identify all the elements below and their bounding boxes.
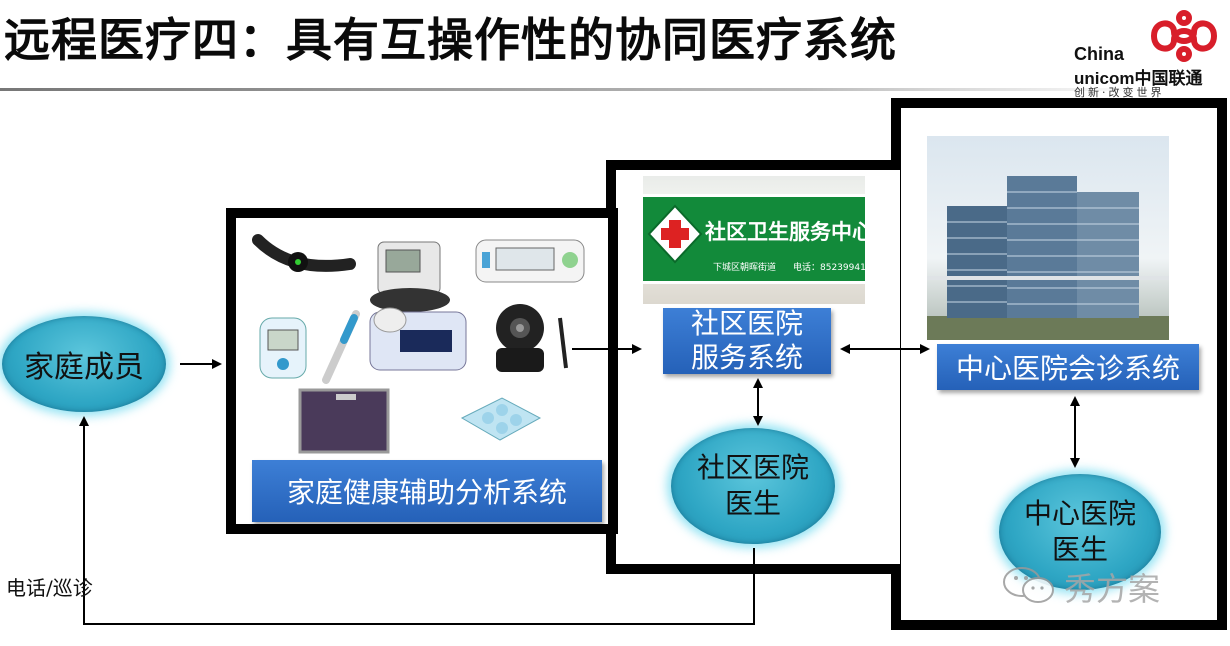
community-service-label-line2: 服务系统 (691, 341, 803, 375)
phone-visit-label: 电话/巡诊 (6, 572, 93, 601)
family-member-label: 家庭成员 (24, 342, 144, 386)
lancet-pen-icon (326, 314, 356, 380)
unicom-knot-icon (1144, 10, 1230, 62)
central-hospital-building-photo (927, 136, 1169, 340)
central-consultation-system-box: 中心医院会诊系统 (937, 344, 1199, 390)
community-doctor-node: 社区医院 医生 (671, 428, 835, 544)
home-medical-devices-illustration (240, 222, 610, 460)
community-service-label-line1: 社区医院 (691, 307, 803, 341)
community-health-center-photo: 社区卫生服务中心 下城区朝晖街道 电话：85239941 (643, 176, 865, 304)
community-sign-phone: 电话：85239941 (793, 260, 866, 273)
watermark-text: 秀方案 (1064, 564, 1160, 610)
community-sign-subtext: 下城区朝晖街道 (713, 260, 776, 273)
china-unicom-logo: China unicom中国联通 创新·改变世界 (1066, 10, 1230, 100)
community-service-system-box: 社区医院 服务系统 (663, 308, 831, 374)
weighing-scale-icon (300, 390, 388, 452)
ip-camera-icon (496, 304, 566, 372)
family-member-node: 家庭成员 (2, 316, 166, 412)
home-health-system-box: 家庭健康辅助分析系统 (252, 460, 602, 522)
central-consultation-system-label: 中心医院会诊系统 (956, 347, 1180, 387)
watermark: 秀方案 (1002, 560, 1202, 610)
home-health-system-label: 家庭健康辅助分析系统 (287, 471, 567, 511)
medical-cross-emblem-icon (647, 204, 703, 264)
health-monitor-icon (370, 308, 466, 370)
wristband-device-icon (258, 240, 350, 272)
central-doctor-label-line1: 中心医院 (1024, 496, 1136, 532)
community-doctor-label-line2: 医生 (725, 486, 781, 522)
wechat-icon (1002, 564, 1056, 606)
pill-box-icon (462, 398, 540, 440)
blood-pressure-monitor-icon (370, 242, 450, 312)
glucose-meter-icon (260, 318, 306, 378)
community-doctor-label-line1: 社区医院 (697, 450, 809, 486)
title-divider (0, 88, 1150, 91)
ecg-device-icon (476, 240, 584, 282)
slide-title: 远程医疗四：具有互操作性的协同医疗系统 (4, 4, 897, 70)
community-sign-text: 社区卫生服务中心 (705, 216, 865, 246)
logo-text-china: China (1074, 44, 1124, 65)
hospital-building-icon (927, 136, 1169, 340)
